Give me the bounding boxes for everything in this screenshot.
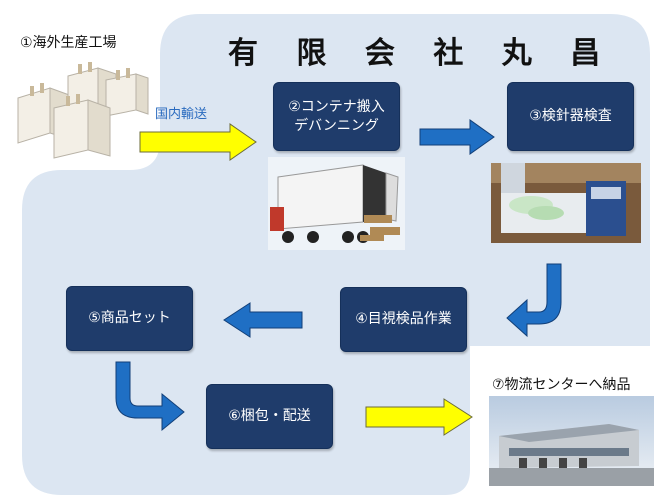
flow-arrow-4-to-5 [223,302,303,338]
company-name: 有 限 会 社 丸 昌 [228,36,615,71]
step-6-label: ⑥梱包・配送 [228,408,311,424]
step-6-box: ⑥梱包・配送 [206,384,333,449]
flow-arrow-3-to-4 [506,263,562,338]
needle-detector-photo [491,163,641,243]
step-7-label: ⑦物流センターへ納品 [492,377,631,393]
container-truck-photo [268,157,405,250]
step-2-line1: ②コンテナ搬入 [288,98,385,115]
step-5-label: ⑤商品セット [88,310,171,326]
factory-illustration [10,58,150,163]
step-3-label: ③検針器検査 [529,108,612,124]
yellow-arrow-transport [139,123,257,161]
flow-arrow-2-to-3 [419,119,495,155]
domestic-transport-label: 国内輸送 [155,107,208,122]
step-2-box: ②コンテナ搬入 デバンニング [273,82,400,151]
step-2-line2: デバンニング [294,117,379,134]
step-4-box: ④目視検品作業 [340,287,467,352]
step-3-box: ③検針器検査 [507,82,634,151]
yellow-arrow-delivery [365,398,473,436]
flow-arrow-5-to-6 [115,361,185,432]
step-1-label: ①海外生産工場 [20,35,117,51]
step-4-label: ④目視検品作業 [355,311,452,327]
step-5-box: ⑤商品セット [66,286,193,351]
distribution-center-photo [489,396,654,486]
